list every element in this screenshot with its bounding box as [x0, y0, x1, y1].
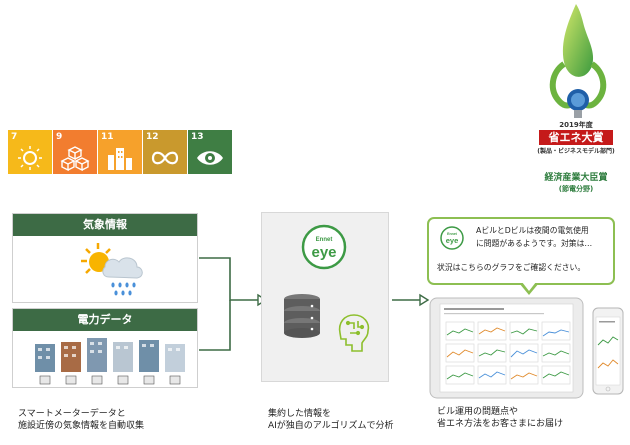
caption-delivery: ビル運用の問題点や 省エネ方法をお客さまにお届け: [437, 406, 563, 430]
cubes-icon: [60, 146, 90, 171]
weather-info-panel: 気象情報: [12, 213, 198, 303]
energy-conservation-award: 2019年度 省エネ大賞 (製品・ビジネスモデル部門) 経済産業大臣賞 (節電分…: [530, 2, 626, 207]
caption-left-line-2: 施設近傍の気象情報を自動収集: [18, 421, 145, 431]
award-minister-prize: 経済産業大臣賞: [544, 173, 608, 183]
caption-left-line-1: スマートメーターデータと: [18, 409, 126, 419]
buildings-meters-icon: [35, 338, 185, 385]
caption-ai-analysis: 集約した情報を AIが独自のアルゴリズムで分析: [268, 408, 394, 432]
caption-data-collection: スマートメーターデータと 施設近傍の気象情報を自動収集: [18, 408, 144, 432]
award-title: 省エネ大賞: [539, 130, 613, 145]
caption-middle-line-1: 集約した情報を: [268, 409, 332, 419]
city-buildings-icon: [108, 148, 132, 170]
advice-speech-bubble: Ennet eye AビルとDビルは夜間の電気使用 に問題があるようです。対策は…: [427, 217, 615, 285]
sdg-number: 11: [101, 132, 114, 142]
caption-right-line-1: ビル運用の問題点や: [437, 407, 519, 417]
power-data-header: 電力データ: [13, 309, 197, 331]
analysis-illustration: Ennet eye: [284, 224, 370, 352]
caption-right-line-2: 省エネ方法をお客さまにお届け: [437, 419, 564, 429]
ai-analysis-box: Ennet eye: [261, 212, 389, 382]
database-icon: [284, 294, 320, 338]
smartphone-icon: [592, 307, 624, 395]
arrow-line-power: [199, 300, 231, 351]
sdg-tile-9: 9: [53, 130, 97, 174]
sdg-number: 12: [146, 132, 159, 142]
bubble-logo-main: eye: [446, 236, 459, 245]
bubble-text-line-2: に問題があるようです。対策は…: [476, 239, 593, 248]
sdg-tile-11: 11: [98, 130, 142, 174]
sun-icon: [18, 146, 42, 170]
sdg-number: 7: [11, 132, 18, 142]
ai-brain-icon: [338, 314, 370, 352]
sun-cloud-rain-icon: [81, 243, 143, 296]
sdg-tile-13: 13: [188, 130, 232, 174]
award-field: (節電分野): [558, 185, 594, 193]
sdg-number: 13: [191, 132, 204, 142]
award-year: 2019年度: [559, 121, 593, 129]
weather-info-header: 気象情報: [13, 214, 197, 236]
power-data-panel: 電力データ: [12, 308, 198, 388]
ennet-eye-logo: [301, 224, 347, 270]
bubble-text-line-1: AビルとDビルは夜間の電気使用: [476, 226, 589, 235]
sdg-goals: 7 9 11 12 13: [8, 130, 232, 174]
award-category: (製品・ビジネスモデル部門): [537, 148, 615, 155]
tablet-icon: [429, 297, 584, 399]
bubble-logo-top: Ennet: [447, 232, 458, 236]
sdg-number: 9: [56, 132, 63, 142]
caption-middle-line-2: AIが独自のアルゴリズムで分析: [268, 421, 394, 431]
bubble-text-line-3: 状況はこちらのグラフをご確認ください。: [437, 263, 586, 272]
ennet-eye-logo-small: Ennet eye: [440, 226, 464, 250]
logo-top-text: Ennet: [316, 237, 333, 243]
arrow-head-delivery: [419, 293, 430, 307]
arrow-line-weather: [199, 257, 258, 301]
sdg-tile-7: 7: [8, 130, 52, 174]
sdg-tile-12: 12: [143, 130, 187, 174]
logo-main-text: eye: [311, 244, 336, 261]
eye-icon: [197, 151, 223, 165]
award-trophy-icon: [549, 4, 607, 118]
infinity-loop-icon: [151, 151, 179, 165]
